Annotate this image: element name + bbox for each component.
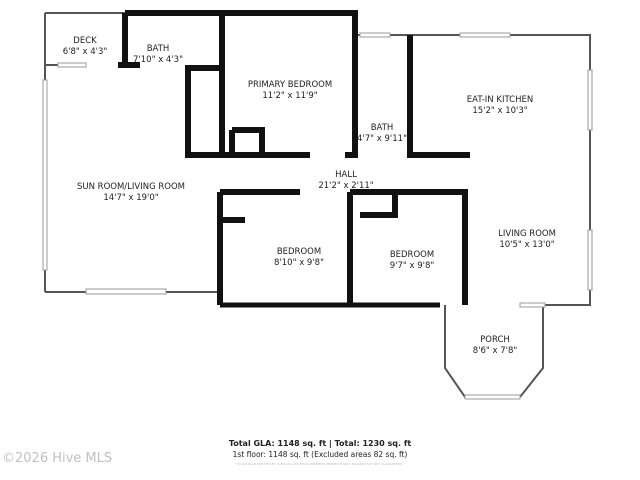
- living-room-size: 10'5" x 13'0": [499, 240, 554, 250]
- disclaimer: FLOOR PLAN CREATED BY CUBICASA APP. MEAS…: [237, 462, 403, 466]
- bedroom1-size: 8'10" x 9'8": [274, 258, 324, 268]
- deck-name: DECK: [73, 36, 97, 46]
- porch-size: 8'6" x 7'8": [473, 346, 518, 356]
- bedroom2-size: 9'7" x 9'8": [390, 261, 435, 271]
- total-area: Total GLA: 1148 sq. ft | Total: 1230 sq.…: [228, 439, 412, 448]
- deck-size: 6'8" x 4'3": [63, 47, 108, 57]
- hall-name: HALL: [335, 170, 357, 180]
- walls: [118, 10, 470, 308]
- sun-room-name: SUN ROOM/LIVING ROOM: [77, 182, 185, 192]
- primary-bedroom-name: PRIMARY BEDROOM: [248, 80, 332, 90]
- hall-size: 21'2" x 2'11": [318, 181, 373, 191]
- kitchen-name: EAT-IN KITCHEN: [467, 95, 533, 105]
- sun-room-size: 14'7" x 19'0": [103, 193, 158, 203]
- bath1-size: 7'10" x 4'3": [133, 55, 183, 65]
- primary-bedroom-size: 11'2" x 11'9": [262, 91, 317, 101]
- floor-area: 1st floor: 1148 sq. ft (Excluded areas 8…: [232, 450, 408, 459]
- bedroom1-name: BEDROOM: [277, 247, 321, 257]
- bedroom2-name: BEDROOM: [390, 250, 434, 260]
- kitchen-size: 15'2" x 10'3": [472, 106, 527, 116]
- living-room-name: LIVING ROOM: [498, 229, 556, 239]
- watermark: ©2026 Hive MLS: [2, 451, 113, 466]
- bath2-size: 4'7" x 9'11": [357, 134, 407, 144]
- porch-name: PORCH: [480, 335, 510, 345]
- bath1-name: BATH: [147, 44, 170, 54]
- bath2-name: BATH: [371, 123, 394, 133]
